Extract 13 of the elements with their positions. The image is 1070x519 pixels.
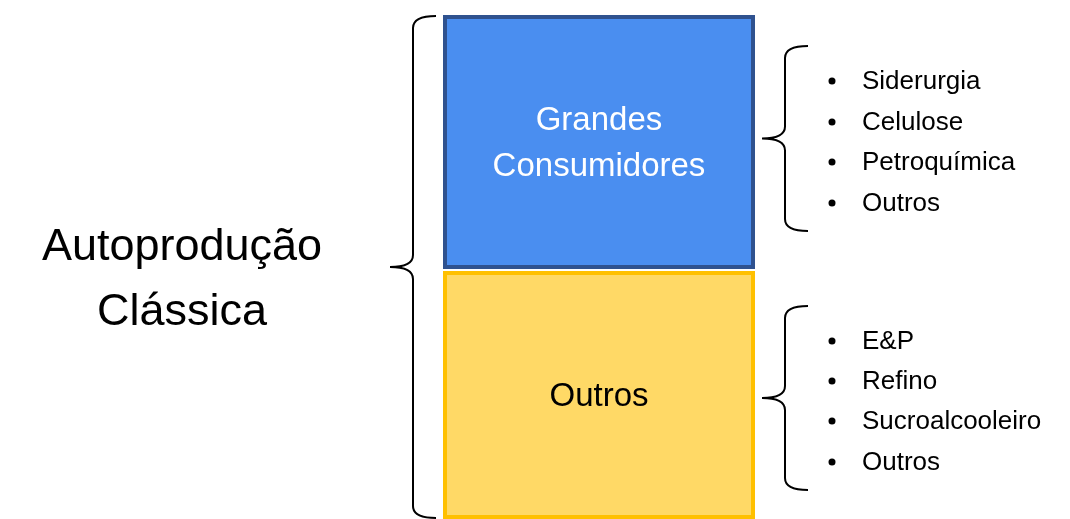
list-item: Outros bbox=[862, 448, 941, 474]
list-item: E&P bbox=[862, 327, 915, 353]
list-item: Celulose bbox=[862, 108, 964, 134]
group-label: Autoprodução Clássica bbox=[40, 218, 324, 338]
category-box bbox=[443, 15, 755, 269]
category-box bbox=[443, 271, 755, 519]
list-item: Refino bbox=[862, 367, 938, 393]
box-label: Grandes Consumidores bbox=[491, 98, 707, 185]
list-item: Sucroalcooleiro bbox=[862, 407, 1042, 433]
list-item: Outros bbox=[862, 189, 941, 215]
list-item: Siderurgia bbox=[862, 67, 981, 93]
box-label: Outros bbox=[549, 374, 649, 415]
list-item: Petroquímica bbox=[862, 148, 1016, 174]
